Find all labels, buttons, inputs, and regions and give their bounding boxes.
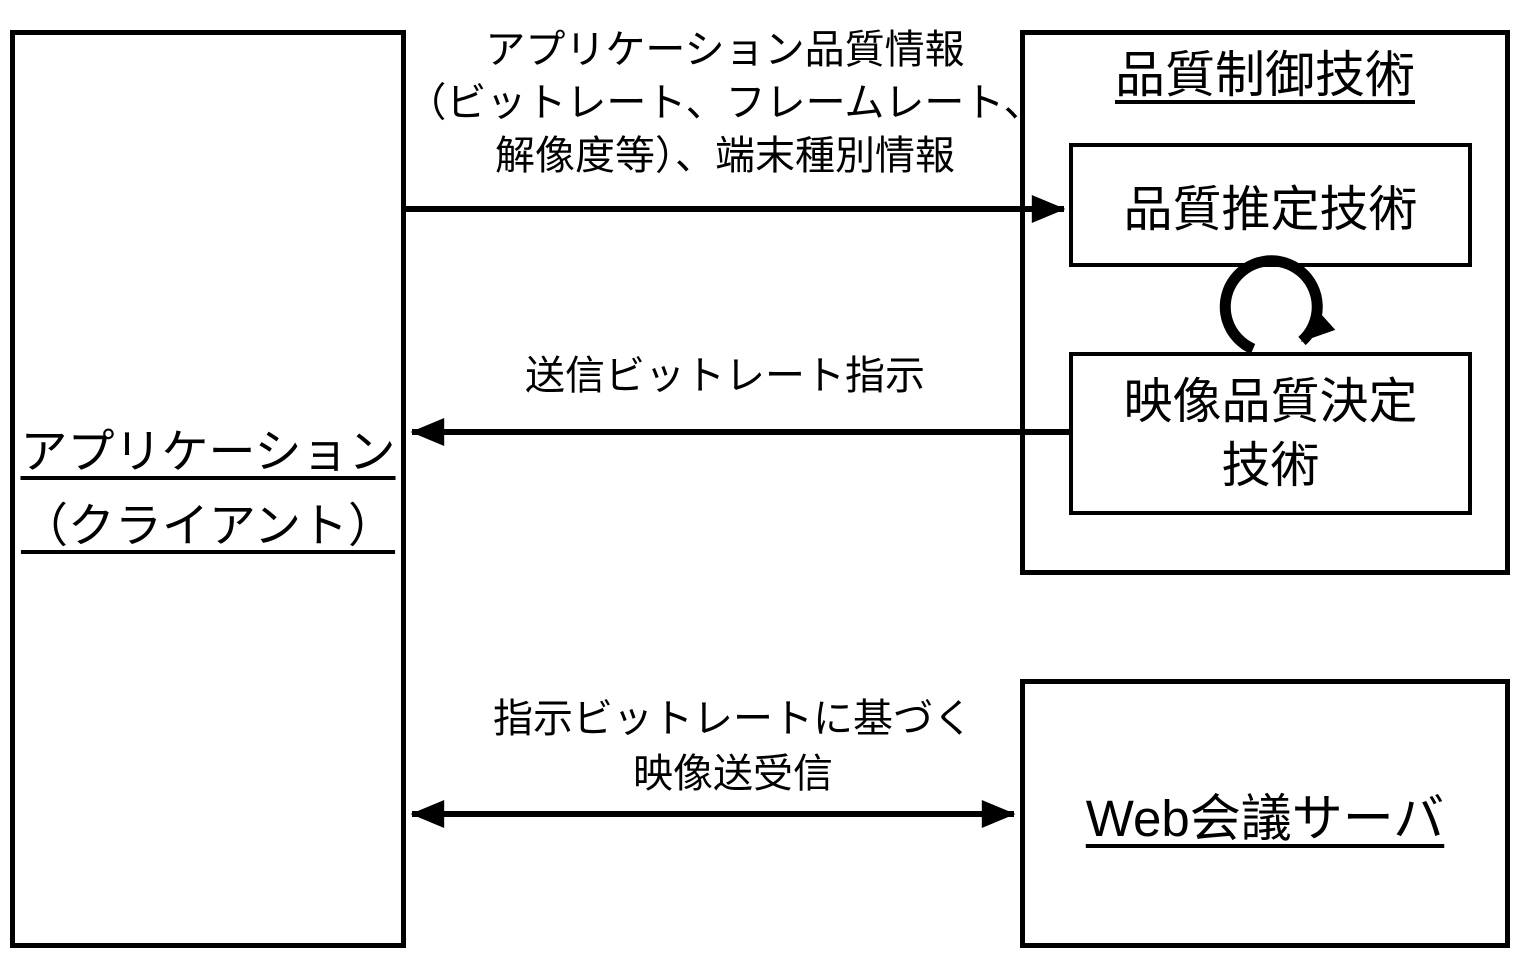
top-arrow-label: アプリケーション品質情報 （ビットレート、フレームレート、 解像度等）、端末種別… [397,24,1053,183]
top-arrow-label-line2: （ビットレート、フレームレート、 [406,81,1044,125]
video-quality-decision-label: 映像品質決定 技術 [1123,370,1417,498]
web-conference-server-label: Web会議サーバ [1085,789,1445,847]
client-box: アプリケーション （クライアント） [10,30,406,948]
bottom-arrow-label-line2: 映像送受信 [633,752,833,796]
client-box-label: アプリケーション （クライアント） [20,415,395,563]
video-quality-decision-label-line1: 映像品質決定 [1123,374,1418,429]
quality-estimation-box: 品質推定技術 [1069,143,1472,267]
client-box-label-line1: アプリケーション [20,425,396,478]
middle-arrow-label: 送信ビットレート指示 [525,354,925,398]
client-box-label-line2: （クライアント） [20,499,396,552]
video-quality-decision-label-line2: 技術 [1221,438,1320,493]
top-arrow-label-line1: アプリケーション品質情報 [485,28,965,72]
quality-control-title: 品質制御技術 [1115,47,1415,103]
web-conference-server-box: Web会議サーバ [1020,679,1510,948]
quality-estimation-label: 品質推定技術 [1123,182,1418,237]
bottom-arrow-label: 指示ビットレートに基づく 映像送受信 [430,692,1036,802]
bottom-arrow-label-line1: 指示ビットレートに基づく [493,697,973,741]
video-quality-decision-box: 映像品質決定 技術 [1069,352,1472,515]
quality-control-box [1020,30,1510,575]
top-arrow-label-line3: 解像度等）、端末種別情報 [495,134,955,178]
